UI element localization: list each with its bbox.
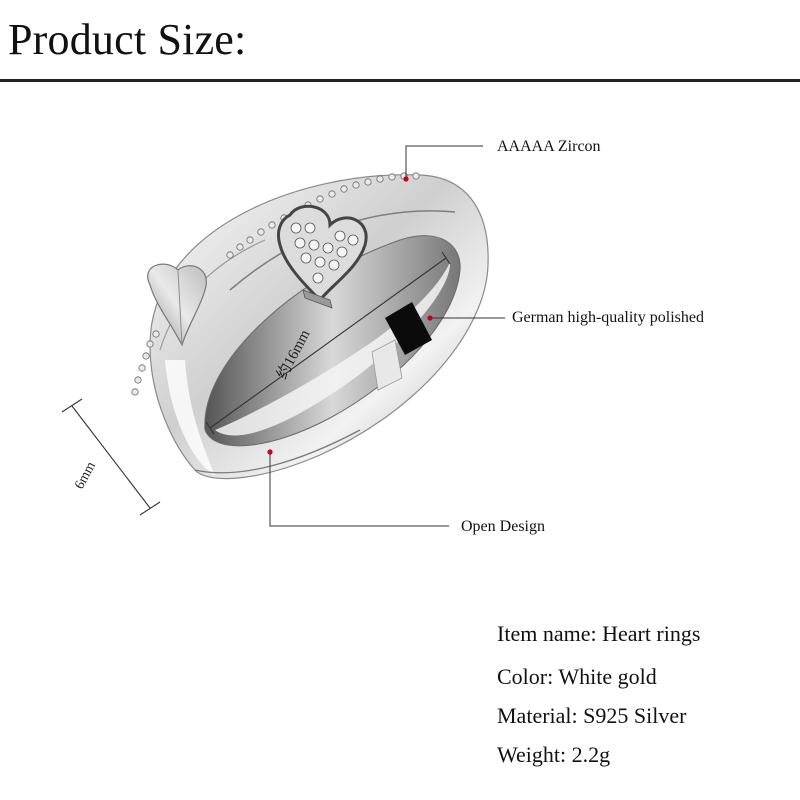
open-design-callout: Open Design xyxy=(461,518,545,535)
callout-markers xyxy=(267,176,433,455)
zircon-callout: AAAAA Zircon xyxy=(497,138,601,155)
spec-item-name: Item name: Heart rings xyxy=(497,621,701,646)
title-divider xyxy=(0,79,800,82)
zircon-row xyxy=(131,172,420,396)
page-title: Product Size: xyxy=(8,15,247,64)
diameter-dimension xyxy=(205,251,451,435)
polished-callout: German high-quality polished xyxy=(512,309,704,326)
callout-leaders xyxy=(269,145,505,527)
pave-heart xyxy=(276,204,368,309)
width-label: 6mm xyxy=(72,459,99,492)
width-dimension xyxy=(61,398,161,516)
spec-material: Material: S925 Silver xyxy=(497,703,687,728)
plain-heart xyxy=(147,263,207,347)
ring-band xyxy=(149,174,489,480)
spec-weight: Weight: 2.2g xyxy=(497,742,611,767)
spec-color: Color: White gold xyxy=(497,664,657,689)
